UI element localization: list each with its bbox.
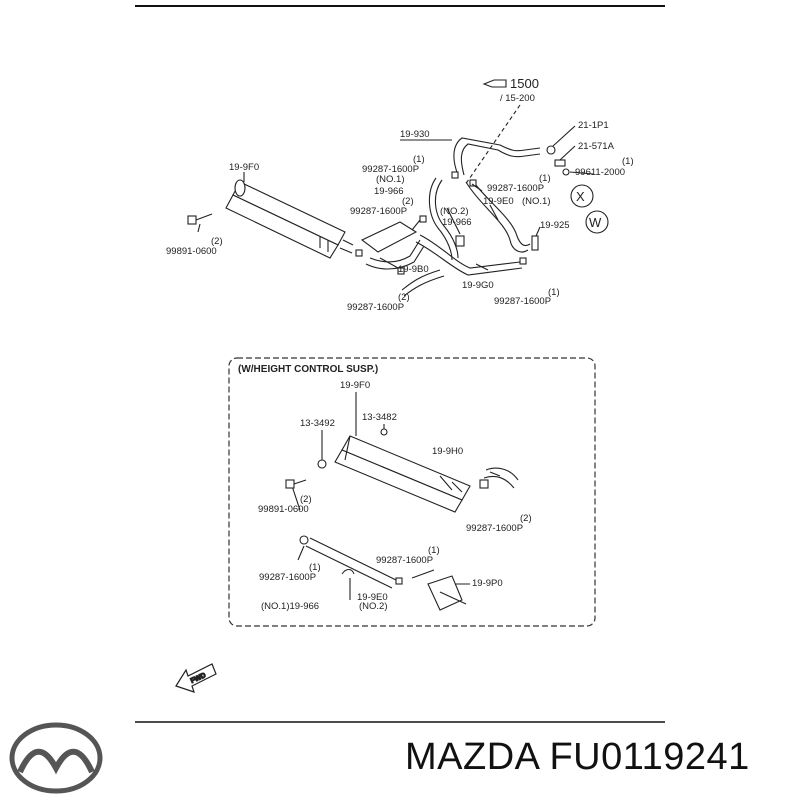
mazda-logo-icon bbox=[9, 722, 103, 794]
label-no1-a: (NO.1) bbox=[376, 174, 405, 185]
label-19-925: 19-925 bbox=[540, 220, 570, 231]
label-99287-a-qty: (1) bbox=[413, 154, 425, 165]
label-21-1p1: 21-1P1 bbox=[578, 120, 609, 131]
label-19-9g0: 19-9G0 bbox=[462, 280, 494, 291]
pointer-hand-icon bbox=[482, 79, 507, 88]
inset-label-99287-a-qty: (2) bbox=[520, 513, 532, 524]
hose-19-966 bbox=[428, 177, 453, 261]
label-19-966-a: 19-966 bbox=[374, 186, 404, 197]
svg-text:W: W bbox=[589, 215, 602, 230]
inset-label-99287-a: 99287-1600P bbox=[466, 523, 523, 534]
label-99287-a: 99287-1600P bbox=[362, 164, 419, 175]
label-19-9b0: 19-9B0 bbox=[398, 264, 429, 275]
label-no2: (NO.2) bbox=[440, 206, 469, 217]
inset-label-99287-b: 99287-1600P bbox=[376, 555, 433, 566]
inset-hose-19-9h0 bbox=[485, 467, 519, 481]
pipe-lower bbox=[401, 269, 441, 291]
fwd-arrow-icon: FWD bbox=[175, 663, 217, 693]
svg-text:X: X bbox=[576, 189, 585, 204]
inset-title: (W/HEIGHT CONTROL SUSP.) bbox=[238, 364, 378, 375]
oil-cooler bbox=[225, 179, 354, 259]
label-99287-c: 99287-1600P bbox=[350, 206, 407, 217]
inset-label-19-9f0: 19-9F0 bbox=[340, 380, 370, 391]
label-99891: 99891-0600 bbox=[166, 246, 217, 257]
label-99287-e-qty: (1) bbox=[548, 287, 560, 298]
bolt-left bbox=[187, 213, 213, 225]
label-99287-c-qty: (2) bbox=[402, 196, 414, 207]
label-99287-e: 99287-1600P bbox=[494, 296, 551, 307]
inset-label-no2: (NO.2) bbox=[359, 601, 388, 612]
marker-w: W bbox=[585, 210, 609, 234]
label-99287-d: 99287-1600P bbox=[347, 302, 404, 313]
inset-height-control: (W/HEIGHT CONTROL SUSP.) bbox=[228, 357, 596, 627]
main-labels: 1500 / 15-200 19-930 21-1P1 21-571A (1) … bbox=[166, 76, 634, 313]
main-diagram bbox=[187, 79, 594, 297]
label-no1-b: (NO.1) bbox=[522, 196, 551, 207]
part-number: FU0119241 bbox=[549, 736, 750, 778]
hose-19-9e0 bbox=[465, 181, 529, 253]
label-99287-b: 99287-1600P bbox=[487, 183, 544, 194]
inset-label-99287-b-qty: (1) bbox=[428, 545, 440, 556]
inset-label-19-9h0: 19-9H0 bbox=[432, 446, 463, 457]
label-99611: 99611-2000 bbox=[575, 167, 625, 178]
inset-label-99287-c-qty: (1) bbox=[309, 562, 321, 573]
ref-15-200: / 15-200 bbox=[500, 93, 535, 104]
hose-19-9b0 bbox=[369, 239, 421, 263]
label-99287-b-qty: (1) bbox=[539, 173, 551, 184]
inset-cooler bbox=[334, 435, 471, 513]
label-19-930: 19-930 bbox=[400, 129, 430, 140]
label-19-966-b: 19-966 bbox=[442, 217, 472, 228]
label-21-571a: 21-571A bbox=[578, 141, 615, 152]
bracket bbox=[360, 221, 418, 253]
footer-title: MAZDA FU0119241 bbox=[405, 736, 750, 779]
ref-1500: 1500 bbox=[510, 76, 539, 91]
reference-leader bbox=[464, 104, 521, 186]
marker-x: X bbox=[570, 184, 594, 208]
brand-name: MAZDA bbox=[405, 736, 539, 778]
inset-label-99891: 99891-0600 bbox=[258, 504, 309, 515]
label-19-9e0: 19-9E0 bbox=[483, 196, 514, 207]
label-99611-qty: (1) bbox=[622, 156, 634, 167]
inset-label-99891-qty: (2) bbox=[300, 494, 312, 505]
inset-bracket-19-9p0 bbox=[427, 575, 463, 611]
sensor-parts bbox=[531, 145, 570, 251]
hose-19-930 bbox=[453, 137, 541, 176]
inset-label-19-9p0: 19-9P0 bbox=[472, 578, 503, 589]
inset-label-19-966: (NO.1)19-966 bbox=[261, 601, 319, 612]
clamps bbox=[355, 171, 527, 275]
label-99891-qty: (2) bbox=[211, 236, 223, 247]
pipe-19-9g0 bbox=[419, 234, 521, 269]
label-19-9f0: 19-9F0 bbox=[229, 162, 259, 173]
label-99287-d-qty: (2) bbox=[398, 292, 410, 303]
inset-tube-19-9e0 bbox=[305, 537, 397, 589]
inset-label-13-3482: 13-3482 bbox=[362, 412, 397, 423]
inset-label-19-9e0: 19-9E0 bbox=[357, 592, 388, 603]
inset-label-99287-c: 99287-1600P bbox=[259, 572, 316, 583]
inset-label-13-3492: 13-3492 bbox=[300, 418, 335, 429]
